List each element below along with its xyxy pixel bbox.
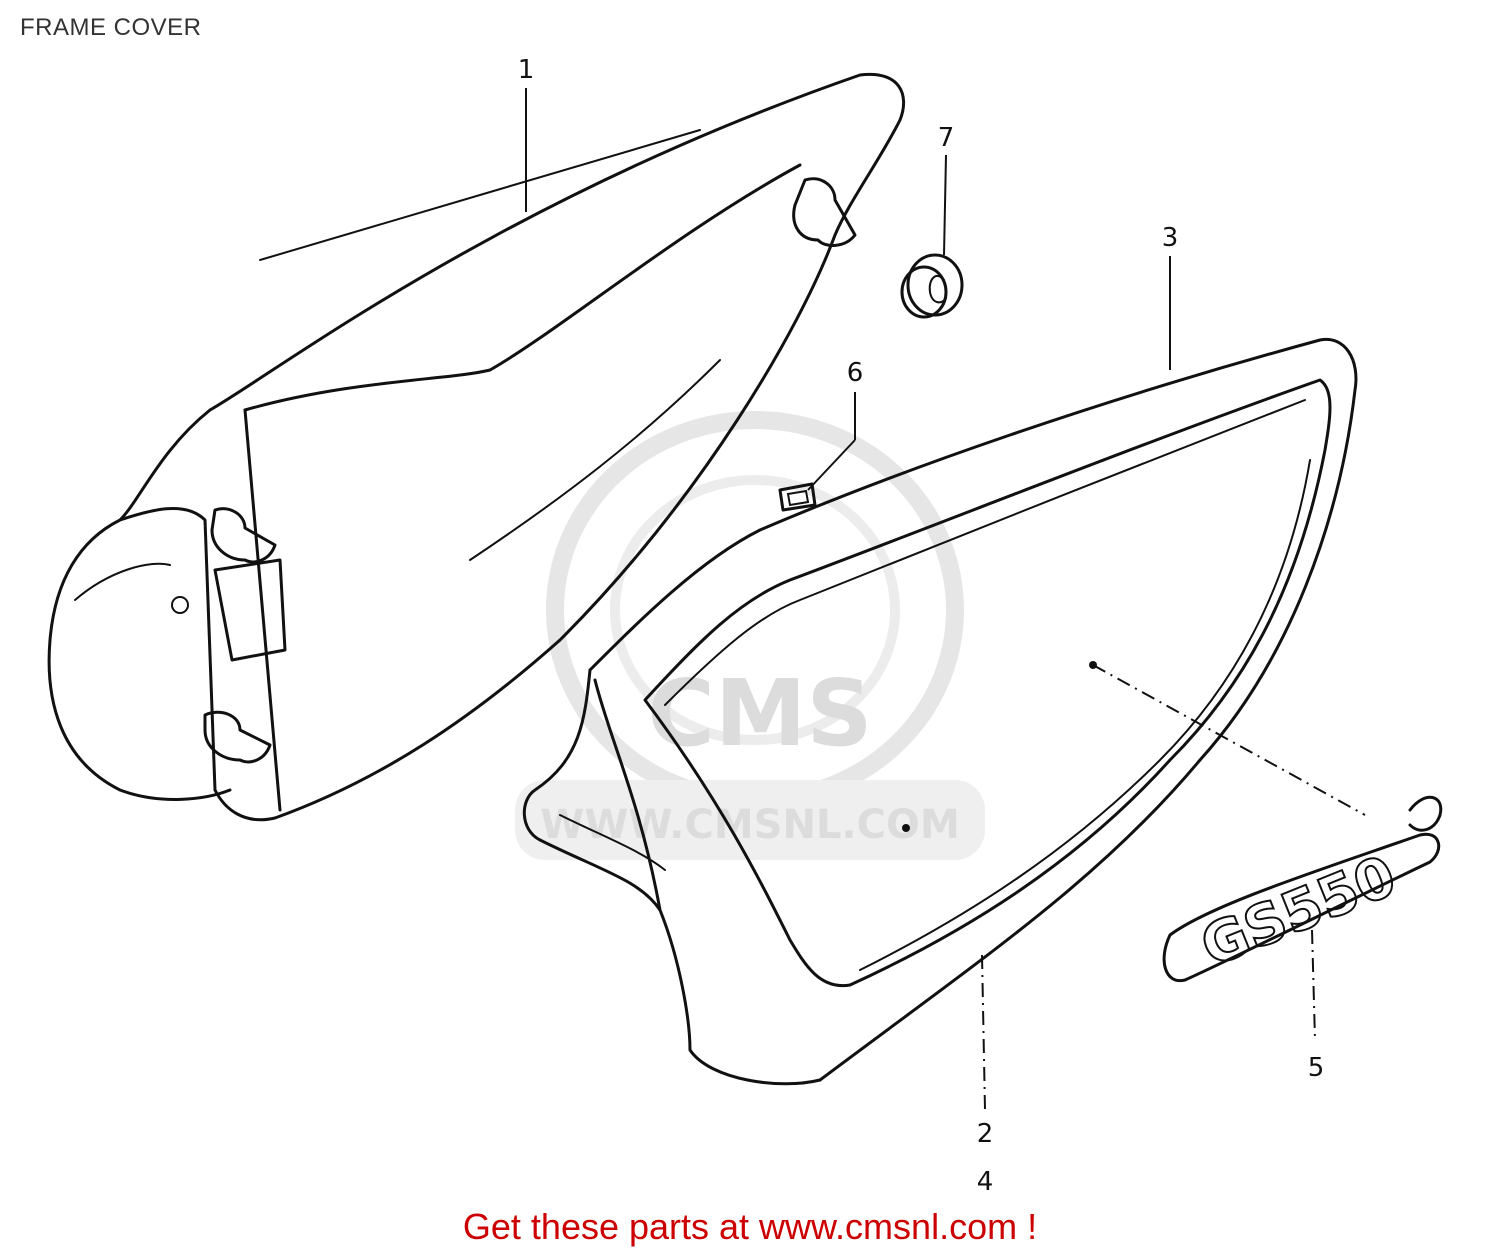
- part-7-grommet: [900, 253, 964, 319]
- leader-lines: [525, 88, 1366, 1111]
- emblem-text: GS550: [1192, 844, 1405, 980]
- page-title: FRAME COVER: [20, 14, 202, 41]
- callout-1: 1: [518, 55, 535, 85]
- callout-5: 5: [1308, 1053, 1325, 1083]
- part-1-left-frame-cover: [47, 72, 906, 822]
- callout-7: 7: [938, 123, 955, 153]
- watermark-brand: CMS: [647, 660, 872, 767]
- footer-link[interactable]: Get these parts at www.cmsnl.com !: [462, 1206, 1038, 1247]
- callout-6: 6: [847, 358, 864, 388]
- part-3-right-frame-cover: [522, 337, 1358, 1086]
- part-6-clip: [778, 482, 817, 512]
- callout-2: 2: [977, 1119, 994, 1149]
- part-5-emblem: GS550: [1162, 795, 1443, 983]
- watermark-url: WWW.CMSNL.COM: [540, 802, 960, 848]
- callout-3: 3: [1162, 223, 1179, 253]
- watermark: CMS WWW.CMSNL.COM: [515, 411, 985, 860]
- callout-4: 4: [977, 1167, 994, 1197]
